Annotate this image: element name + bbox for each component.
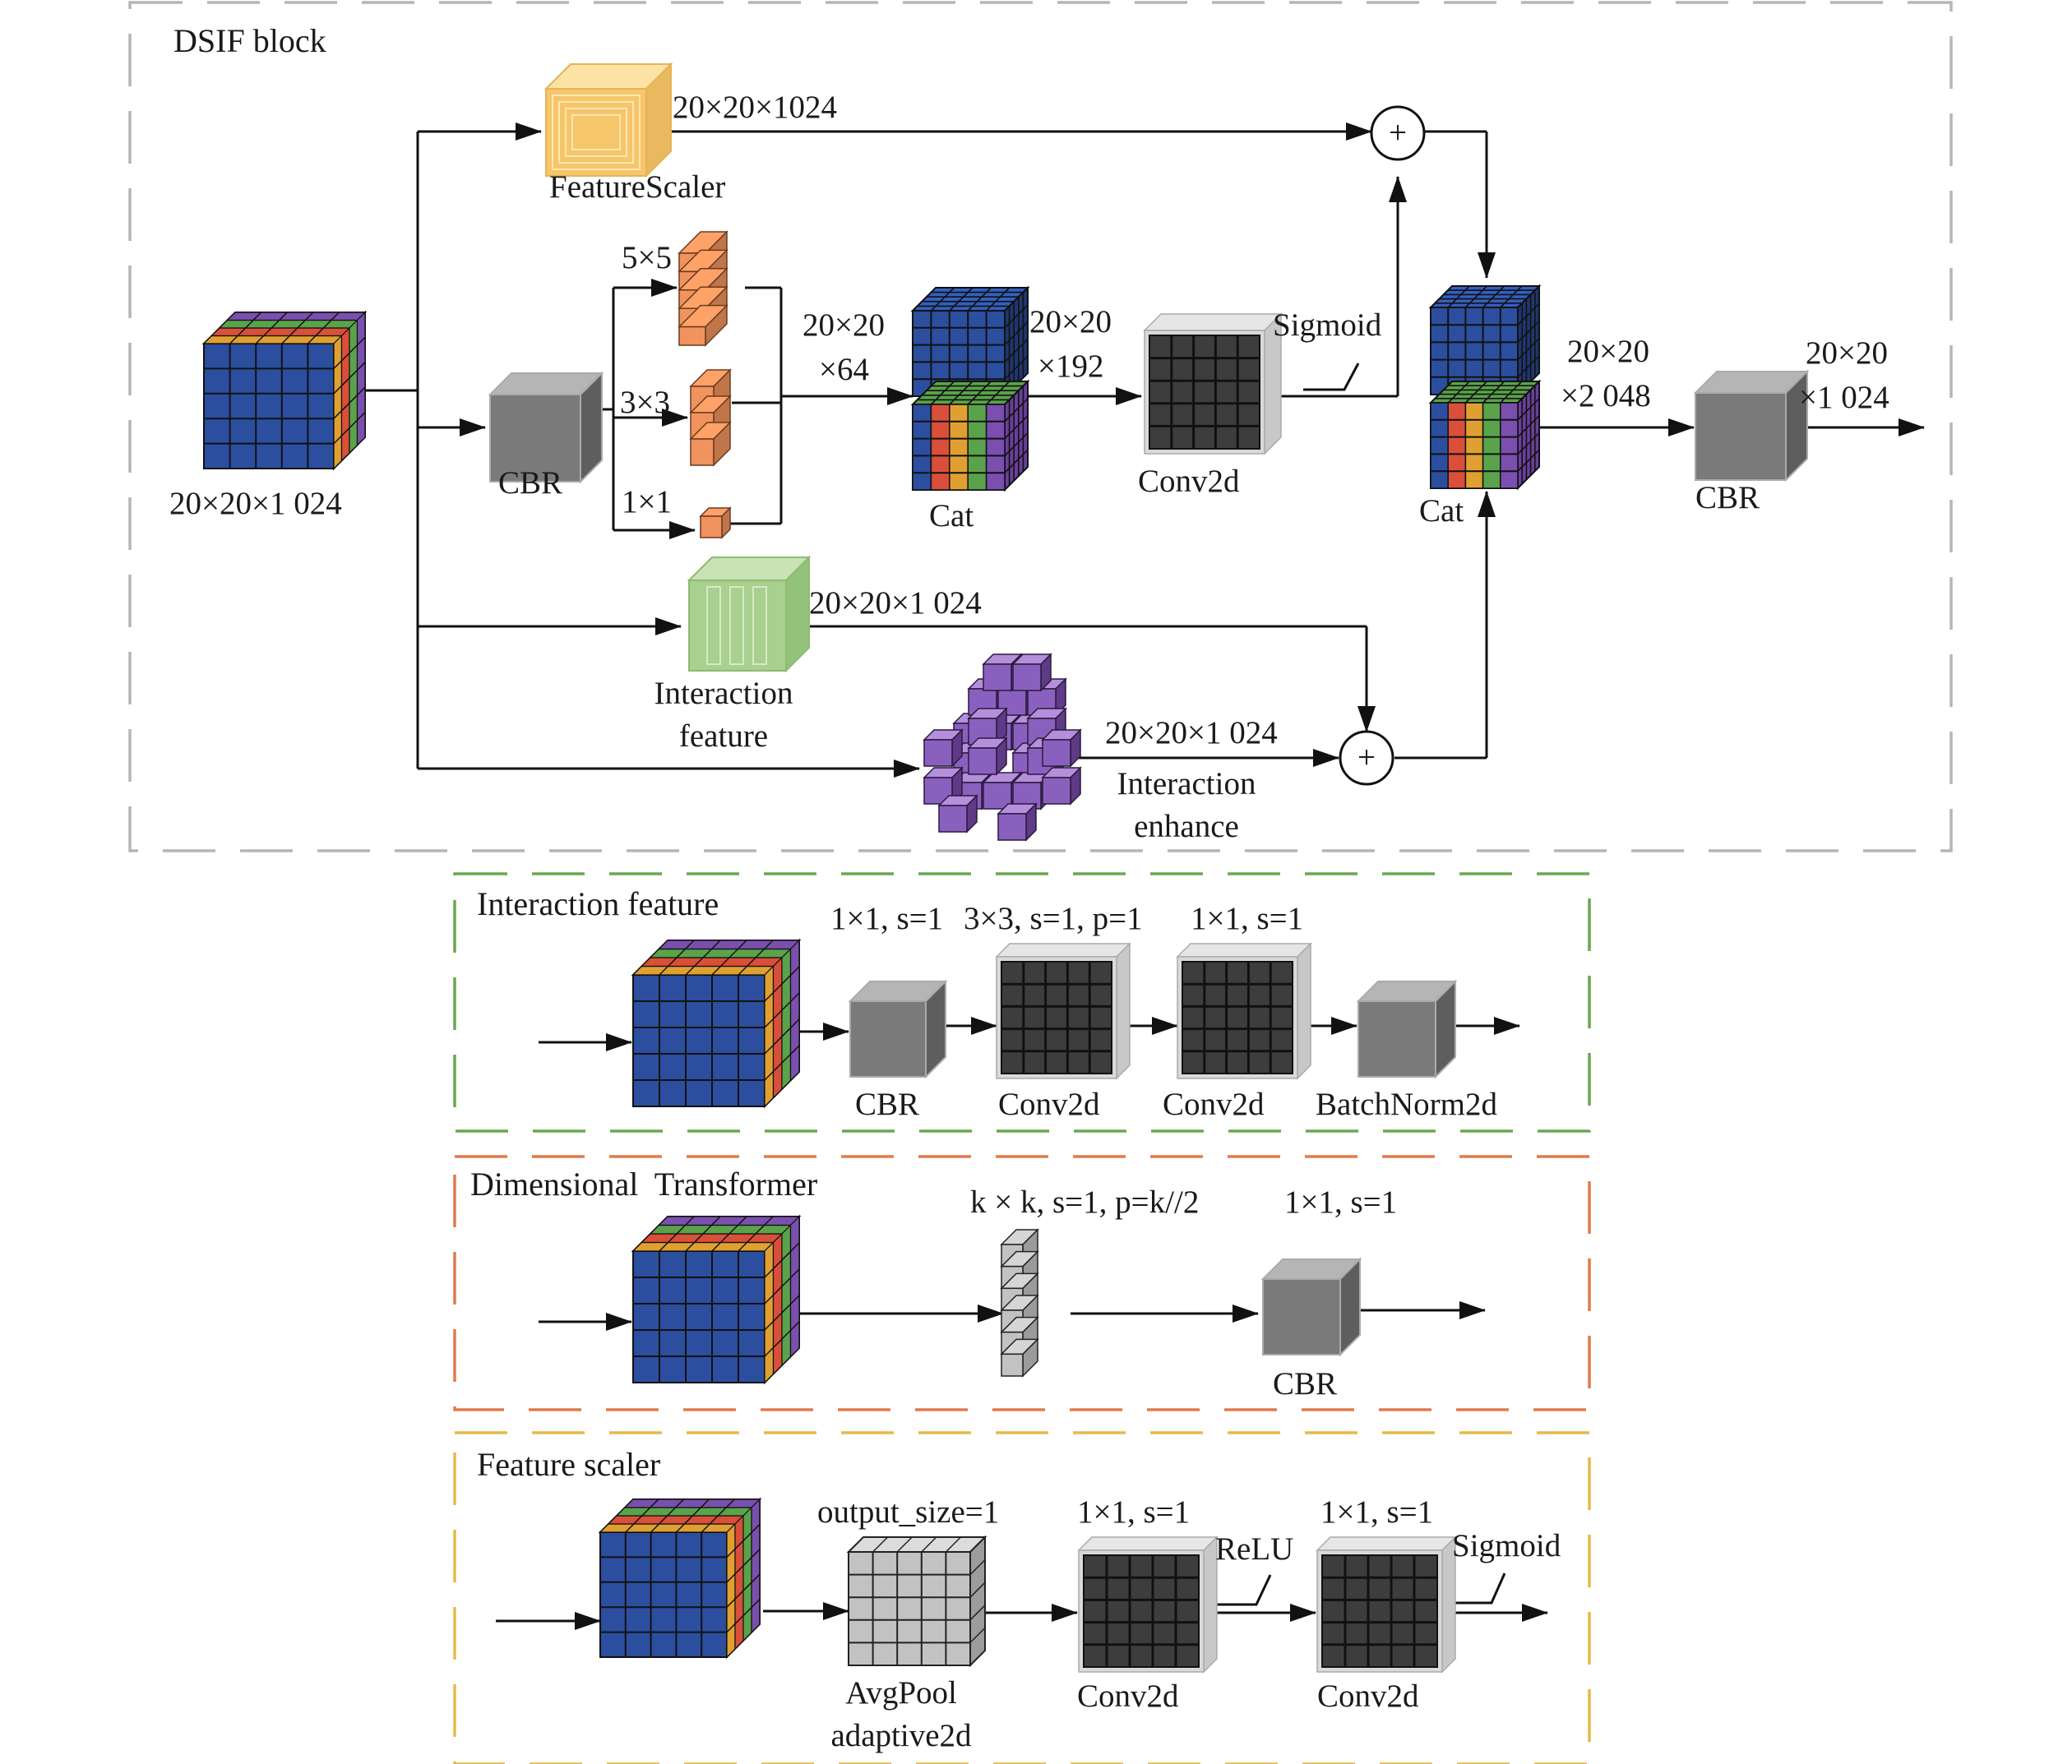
cat2-top-cube: [1428, 284, 1542, 397]
if-conv1-label: Conv2d: [998, 1087, 1100, 1122]
feature-scaler-cube: [543, 62, 673, 178]
kernel-3x3-column: [689, 368, 732, 467]
cat-top-cube: [910, 285, 1030, 399]
cat-out-dim-line1: 20×20: [1029, 304, 1112, 339]
interaction-feature-label-2: feature: [679, 718, 768, 754]
interaction-feature-label-1: Interaction: [654, 676, 793, 711]
dt-cbr-cube: [1260, 1257, 1362, 1357]
cat2-dim-line2: ×2 048: [1561, 378, 1651, 413]
conv2d-label: Conv2d: [1138, 464, 1240, 499]
fs-conv1-label: Conv2d: [1077, 1679, 1179, 1714]
if-batchnorm-cube: [1356, 979, 1458, 1079]
fs-param-1: 1×1, s=1: [1077, 1494, 1190, 1530]
interaction-enhance-label-1: Interaction: [1117, 766, 1256, 801]
if-bn-label: BatchNorm2d: [1316, 1087, 1497, 1122]
kernel-5x5-column: [678, 230, 728, 347]
svg-text:+: +: [1389, 115, 1407, 150]
kernel-3x3-label: 3×3: [620, 385, 670, 420]
fs-relu-label: ReLU: [1215, 1531, 1293, 1567]
fs-avgpool-block: [846, 1535, 987, 1668]
cat2-label: Cat: [1419, 493, 1464, 529]
plus-node-bottom: +: [1339, 730, 1394, 786]
dt-param-2: 1×1, s=1: [1284, 1184, 1397, 1220]
fs-conv2d-block-2: [1316, 1535, 1457, 1674]
dt-connectors: [539, 1301, 1486, 1331]
interaction-feature-connectors: [539, 1017, 1520, 1051]
cbr-output-label: CBR: [1695, 480, 1760, 515]
interaction-feature-cube: [687, 555, 812, 673]
dt-cbr-label: CBR: [1273, 1366, 1337, 1402]
cat-bottom-cube: [910, 379, 1030, 492]
cbr-label: CBR: [498, 465, 562, 501]
dt-input-cube: [631, 1214, 802, 1385]
interaction-feature-panel-title: Interaction feature: [477, 885, 719, 922]
if-conv2-label: Conv2d: [1163, 1087, 1265, 1122]
sigmoid-label: Sigmoid: [1273, 307, 1382, 343]
if-cbr-label: CBR: [855, 1087, 919, 1122]
if-param-2: 3×3, s=1, p=1: [964, 901, 1143, 936]
fs-input-cube: [598, 1497, 762, 1660]
cbr-cube: [488, 371, 604, 484]
kernel-1x1-label: 1×1: [622, 484, 672, 520]
dimensional-transformer-panel-frame: [453, 1155, 1591, 1411]
cat1-dim-line2: ×64: [819, 352, 869, 387]
cat1-label: Cat: [929, 498, 974, 533]
sigmoid-glyph: [1303, 362, 1360, 391]
kernel-5x5-label: 5×5: [622, 240, 672, 275]
feature-scaler-panel-title: Feature scaler: [477, 1446, 660, 1483]
interaction-feature-dim-label: 20×20×1 024: [809, 585, 982, 621]
cbr-output-cube: [1693, 369, 1810, 483]
if-conv2d-block-2: [1176, 942, 1312, 1080]
fs-sigmoid-label: Sigmoid: [1452, 1528, 1561, 1563]
interaction-enhance-dim-label: 20×20×1 024: [1105, 715, 1278, 750]
if-cbr-cube: [848, 979, 948, 1079]
dt-param-1: k × k, s=1, p=k//2: [970, 1184, 1199, 1220]
interaction-feature-panel-frame: [453, 872, 1591, 1133]
dsif-panel-title: DSIF block: [173, 22, 326, 59]
feature-scaler-dim-label: 20×20×1024: [673, 90, 837, 125]
fs-pool-param: output_size=1: [817, 1494, 999, 1530]
cat1-dim-line1: 20×20: [802, 307, 885, 343]
dimensional-transformer-panel-title: Dimensional Transformer: [470, 1166, 817, 1203]
if-input-cube: [631, 938, 802, 1109]
if-param-1: 1×1, s=1: [830, 901, 943, 936]
input-feature-cube: [201, 310, 368, 471]
feature-scaler-panel-frame: [453, 1431, 1591, 1764]
kernel-1x1-cube: [699, 506, 732, 539]
feature-scaler-label: FeatureScaler: [549, 169, 725, 205]
interaction-enhance-cube: [923, 653, 1082, 842]
fs-pool-label-1: AvgPool: [845, 1675, 957, 1711]
cat2-dim-line1: 20×20: [1567, 334, 1649, 369]
conv2d-block: [1143, 312, 1283, 455]
if-param-3: 1×1, s=1: [1191, 901, 1303, 936]
if-conv2d-block-1: [995, 942, 1131, 1080]
fs-pool-label-2: adaptive2d: [830, 1718, 972, 1753]
cat-out-dim-line2: ×192: [1038, 349, 1104, 384]
dt-kernel-column: [1000, 1228, 1039, 1378]
dsif-panel-frame: [128, 1, 1953, 852]
svg-text:+: +: [1357, 740, 1376, 775]
output-dim-line1: 20×20: [1806, 335, 1888, 371]
dsif-connectors: [362, 122, 1925, 778]
cat2-bottom-cube: [1428, 379, 1542, 491]
fs-connectors: [496, 1572, 1548, 1630]
fs-conv2d-block-1: [1077, 1535, 1219, 1674]
fs-param-2: 1×1, s=1: [1320, 1494, 1433, 1530]
plus-node-top: +: [1370, 105, 1426, 161]
input-dim-label: 20×20×1 024: [169, 486, 342, 521]
interaction-enhance-label-2: enhance: [1134, 809, 1239, 844]
output-dim-line2: ×1 024: [1799, 380, 1889, 415]
fs-conv2-label: Conv2d: [1317, 1679, 1419, 1714]
